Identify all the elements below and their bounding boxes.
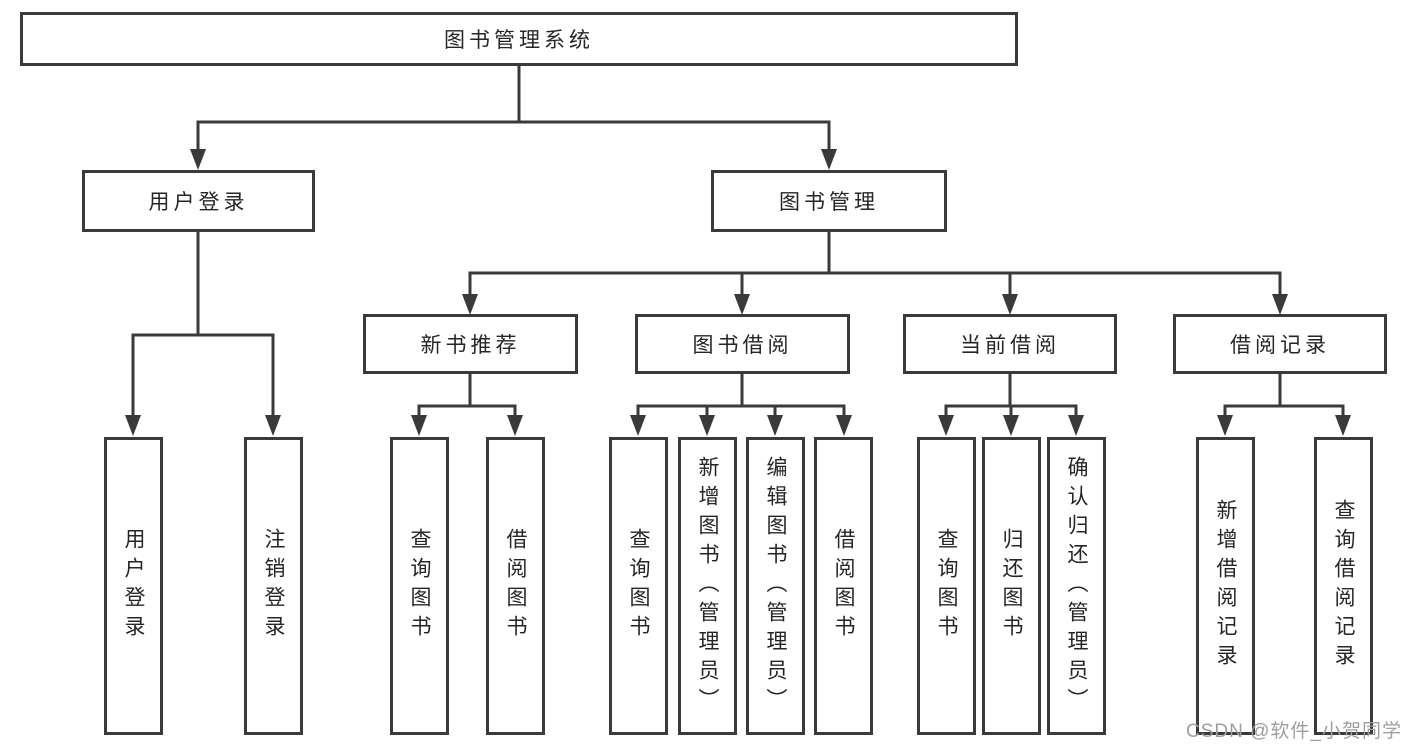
node-label: 借阅图书 [504, 528, 527, 644]
arrowheads [125, 149, 1351, 436]
leaf-confirm-return-admin: 确认归还（管理员） [1047, 437, 1106, 735]
node-label: 图书借阅 [692, 334, 793, 357]
node-user-login: 用户登录 [82, 170, 315, 232]
leaf-query-borrow-record: 查询借阅记录 [1314, 437, 1373, 735]
node-book-management: 图书管理 [711, 170, 947, 232]
leaf-user-login: 用户登录 [104, 437, 163, 735]
leaf-logout: 注销登录 [244, 437, 303, 735]
leaf-add-borrow-record: 新增借阅记录 [1196, 437, 1255, 735]
node-current-borrowing: 当前借阅 [903, 314, 1117, 374]
node-label: 用户登录 [148, 191, 249, 214]
node-new-book-recommendation: 新书推荐 [363, 314, 578, 374]
node-label: 注销登录 [262, 528, 285, 644]
node-label: 图书管理 [779, 191, 879, 214]
node-borrowing-records: 借阅记录 [1173, 314, 1387, 374]
node-label: 当前借阅 [960, 334, 1060, 357]
leaf-borrow-books-recommend: 借阅图书 [486, 437, 545, 735]
leaf-edit-book-admin: 编辑图书（管理员） [746, 437, 805, 735]
node-label: 查询图书 [408, 528, 431, 644]
node-book-borrowing: 图书借阅 [635, 314, 850, 374]
node-label: 确认归还（管理员） [1065, 455, 1088, 717]
node-label: 图书管理系统 [444, 29, 594, 52]
leaf-query-books-current: 查询图书 [917, 437, 976, 735]
node-label: 借阅记录 [1230, 334, 1330, 357]
node-label: 查询图书 [935, 528, 958, 644]
node-label: 借阅图书 [832, 528, 855, 644]
node-label: 新书推荐 [420, 334, 521, 357]
node-label: 用户登录 [122, 528, 145, 644]
leaf-return-books: 归还图书 [982, 437, 1041, 735]
leaf-add-book-admin: 新增图书（管理员） [678, 437, 737, 735]
node-label: 新增借阅记录 [1214, 499, 1237, 673]
node-library-management-system: 图书管理系统 [20, 12, 1018, 66]
leaf-query-books-borrowing: 查询图书 [609, 437, 668, 735]
node-label: 查询图书 [627, 528, 650, 644]
node-label: 归还图书 [1000, 528, 1023, 644]
leaf-borrow-books-borrowing: 借阅图书 [814, 437, 873, 735]
node-label: 新增图书（管理员） [696, 455, 719, 717]
csdn-watermark: CSDN @软件_小贺同学 [1186, 721, 1402, 742]
leaf-query-books-recommend: 查询图书 [390, 437, 449, 735]
node-label: 编辑图书（管理员） [764, 455, 787, 717]
node-label: 查询借阅记录 [1332, 499, 1355, 673]
